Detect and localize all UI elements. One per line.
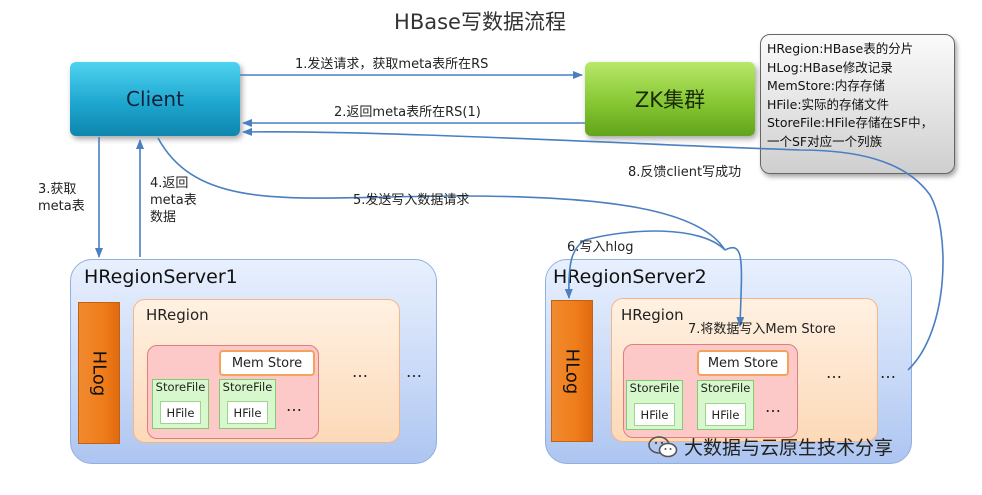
- legend-box: HRegion:HBase表的分片 HLog:HBase修改记录 MemStor…: [760, 34, 955, 174]
- memstore-2: Mem Store: [697, 350, 789, 376]
- storefile-label: StoreFile: [629, 381, 680, 395]
- step7-label: 7.将数据写入Mem Store: [688, 322, 836, 337]
- memstore-1: Mem Store: [219, 350, 315, 376]
- arrow-step6: [564, 230, 726, 299]
- legend-line: HRegion:HBase表的分片: [767, 41, 914, 56]
- wechat-icon: [648, 435, 678, 457]
- watermark: 大数据与云原生技术分享: [648, 433, 893, 460]
- region-server-2-title: HRegionServer2: [553, 266, 707, 288]
- step4-line: meta表: [150, 193, 197, 208]
- zk-cluster-box: ZK集群: [585, 62, 755, 136]
- step3-line: 3.获取: [38, 182, 77, 197]
- legend-line: HLog:HBase修改记录: [767, 59, 893, 75]
- arrow-step7: [724, 246, 745, 327]
- hregion-2-title: HRegion: [621, 306, 684, 324]
- more-storefiles-1: …: [286, 396, 303, 415]
- more-stores-2: …: [826, 363, 843, 382]
- legend-line: MemStore:内存存储: [767, 78, 885, 93]
- more-regions-2: …: [880, 363, 897, 382]
- arrow-step8: [242, 127, 944, 371]
- hfile-1a: HFile: [160, 401, 201, 424]
- arrow-step5: [157, 137, 726, 251]
- legend-line: HFile:实际的存储文件: [767, 96, 890, 112]
- client-label: Client: [126, 87, 184, 111]
- storefile-label: StoreFile: [155, 380, 206, 394]
- watermark-text: 大数据与云原生技术分享: [684, 437, 894, 459]
- hregion-1-title: HRegion: [146, 306, 209, 324]
- storefile-label: StoreFile: [222, 380, 273, 394]
- legend-line: StoreFile:HFile存储在SF中，: [767, 115, 934, 130]
- client-box: Client: [70, 62, 240, 136]
- step3-line: meta表: [38, 199, 85, 214]
- zk-label: ZK集群: [634, 88, 706, 112]
- step1-label: 1.发送请求，获取meta表所在RS: [295, 57, 489, 72]
- step4-line: 4.返回: [150, 176, 189, 191]
- step5-label: 5.发送写入数据请求: [353, 193, 470, 208]
- hfile-1b: HFile: [227, 401, 268, 424]
- more-regions-1: …: [406, 362, 423, 381]
- step3-label: 3.获取 meta表: [38, 181, 85, 215]
- step2-label: 2.返回meta表所在RS(1): [334, 105, 481, 120]
- more-stores-1: …: [352, 362, 369, 381]
- legend-line: 一个SF对应一个列族: [767, 133, 883, 149]
- step6-label: 6.写入hlog: [567, 240, 634, 255]
- region-server-1-title: HRegionServer1: [84, 266, 238, 288]
- hlog-2: HLog: [551, 300, 593, 442]
- step4-line: 数据: [150, 210, 177, 225]
- hfile-2a: HFile: [634, 403, 675, 426]
- diagram-title: HBase写数据流程: [394, 10, 566, 34]
- step8-label: 8.反馈client写成功: [628, 165, 742, 180]
- hlog-1: HLog: [78, 302, 120, 444]
- step4-label: 4.返回 meta表 数据: [150, 175, 197, 226]
- storefile-label: StoreFile: [700, 381, 751, 395]
- more-storefiles-2: …: [765, 397, 782, 416]
- hfile-2b: HFile: [705, 403, 746, 426]
